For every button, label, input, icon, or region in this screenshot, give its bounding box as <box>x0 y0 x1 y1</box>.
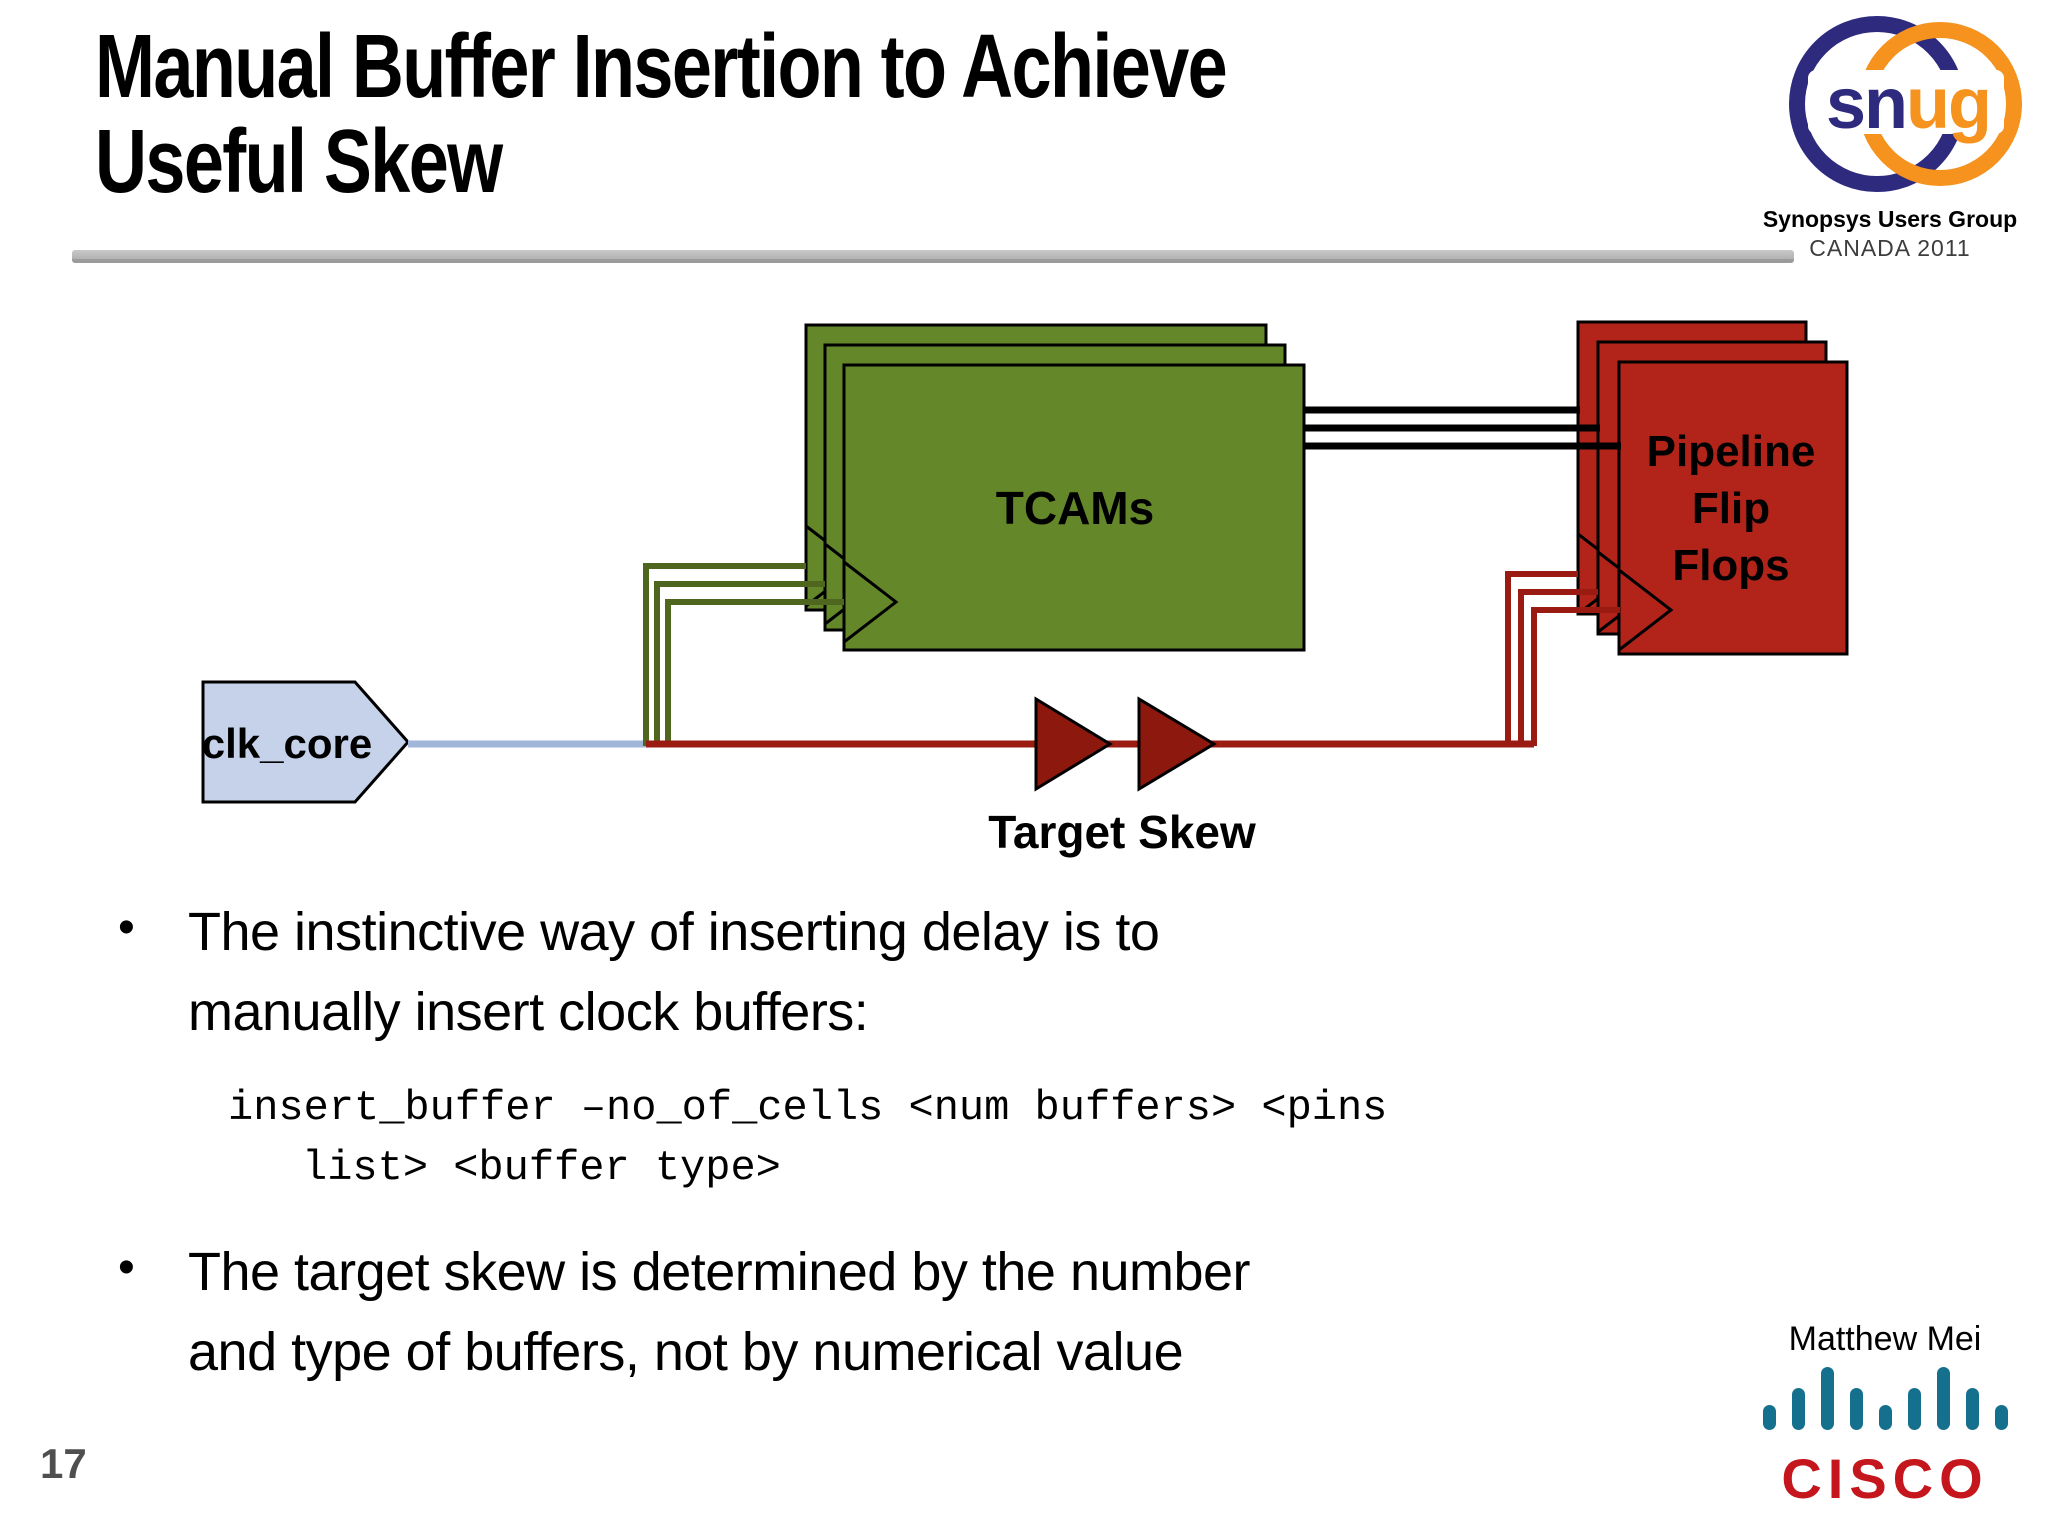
pipeline-ff-box-front <box>1617 360 1849 656</box>
clock-pin-icon <box>1618 568 1674 652</box>
tcam-clock-wire <box>654 581 825 746</box>
tcams-label: TCAMs <box>996 482 1154 534</box>
bullet-1-line1: The instinctive way of inserting delay i… <box>188 902 1160 962</box>
cisco-bar <box>1820 1367 1834 1430</box>
cisco-bar <box>1994 1405 2008 1430</box>
snug-org-name: Synopsys Users Group <box>1762 206 2018 232</box>
pipeline-ff-label-line1: Pipeline <box>1647 427 1816 476</box>
tcam-box-front <box>842 363 1306 652</box>
bullet-1: The instinctive way of inserting delay i… <box>188 892 1160 1052</box>
command-line2: list> <buffer type> <box>302 1144 781 1192</box>
cisco-bar <box>1965 1388 1979 1430</box>
author-name: Matthew Mei <box>1788 1320 1982 1358</box>
clk-core-port <box>201 680 411 804</box>
tcam-clock-wire <box>643 563 806 746</box>
snug-logo: sn ug <box>1789 16 2022 192</box>
tcam-clock-wire <box>665 599 844 746</box>
bullet-2-line2: and type of buffers, not by numerical va… <box>188 1322 1184 1382</box>
clock-pin-icon <box>843 560 899 644</box>
bullet-1-line2: manually insert clock buffers: <box>188 982 869 1042</box>
snug-event-name: CANADA 2011 <box>1809 235 1971 261</box>
cisco-bar <box>1791 1388 1805 1430</box>
insert-buffer-command: insert_buffer –no_of_cells <num buffers>… <box>228 1078 1387 1198</box>
snug-wordmark-sn: sn <box>1826 64 1906 144</box>
target-skew-label: Target Skew <box>988 806 1256 858</box>
page-number: 17 <box>40 1440 87 1487</box>
cisco-bar <box>1878 1405 1892 1430</box>
title-underline-bar <box>72 250 1794 263</box>
bullet-marker: • <box>118 1241 135 1294</box>
snug-wordmark-ug: ug <box>1906 64 1990 144</box>
cisco-bar <box>1936 1367 1950 1430</box>
clock-buffer-icon <box>1034 696 1113 792</box>
ff-clock-wire <box>1518 589 1598 746</box>
bullet-2: The target skew is determined by the num… <box>188 1232 1251 1392</box>
bullet-2-line1: The target skew is determined by the num… <box>188 1242 1251 1302</box>
ff-clock-wire <box>1531 607 1620 746</box>
clock-buffer-icon <box>1137 696 1217 792</box>
ff-clock-wire <box>1505 571 1578 746</box>
cisco-wordmark: CISCO <box>1781 1447 1989 1510</box>
cisco-bar <box>1907 1388 1921 1430</box>
pipeline-ff-label-line2: Flip <box>1692 484 1770 533</box>
slide-title-line1: Manual Buffer Insertion to Achieve <box>95 17 1228 117</box>
snug-wordmark-backplate <box>1808 70 2004 134</box>
command-line1: insert_buffer –no_of_cells <num buffers>… <box>228 1084 1388 1132</box>
slide-title-line2: Useful Skew <box>95 112 503 212</box>
bullet-marker: • <box>118 901 135 954</box>
clk-core-label: clk_core <box>202 720 372 767</box>
cisco-bar <box>1849 1388 1863 1430</box>
cisco-bar <box>1762 1405 1776 1430</box>
slide-title: Manual Buffer Insertion to Achieve Usefu… <box>95 17 1228 212</box>
cisco-bridge-icon <box>1756 1366 2014 1430</box>
pipeline-ff-label-line3: Flops <box>1672 541 1789 590</box>
